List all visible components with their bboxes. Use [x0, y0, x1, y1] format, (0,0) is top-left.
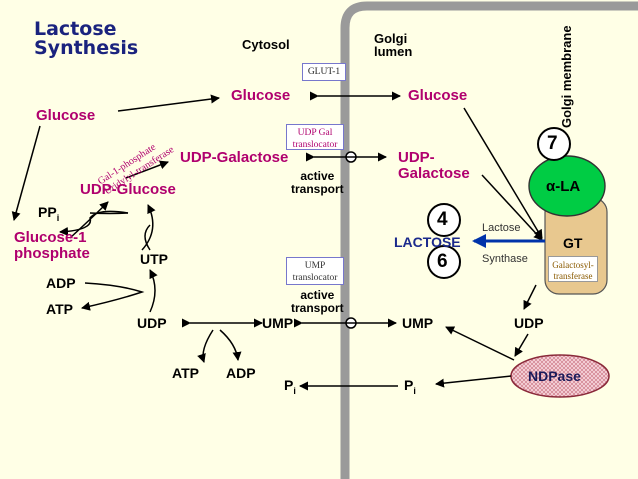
- lactose-synthase-line2: Synthase: [482, 253, 528, 265]
- marker-6-circle: [427, 245, 461, 279]
- title-line2: Synthesis: [34, 37, 139, 59]
- glut1-transporter-box: GLUT-1: [302, 63, 346, 81]
- golgi-lumen-label-1: Golgi: [374, 31, 408, 46]
- udp-glucose-label: UDP-Glucose: [80, 181, 176, 198]
- glucose-lumen-label: Glucose: [408, 87, 468, 104]
- ump-lumen-label: UMP: [402, 315, 434, 331]
- galactosyltransferase-box: Galactosyl-transferase: [548, 256, 598, 282]
- udp-galactose-lumen-line2: Galactose: [398, 165, 470, 182]
- cytosol-label: Cytosol: [242, 37, 290, 52]
- udp-galactose-label: UDP-Galactose: [180, 149, 289, 166]
- pi-lumen-label: Pi: [404, 377, 416, 396]
- ppi-label: PPi: [38, 204, 60, 223]
- adp-left-label: ADP: [46, 275, 76, 291]
- atp-bottom-label: ATP: [172, 365, 199, 381]
- marker-4-circle: [427, 203, 461, 237]
- udp-lumen-label: UDP: [514, 315, 544, 331]
- golgi-lumen-label-2: lumen: [374, 44, 413, 59]
- alpha-la-ellipse: [528, 155, 606, 217]
- glucose-1-phosphate-line2: phosphate: [14, 245, 90, 262]
- ndpase-label: NDPase: [528, 368, 581, 384]
- lactose-label: LACTOSE: [394, 234, 461, 250]
- pathway-arrows: [11, 91, 543, 391]
- golgi-membrane-label: Golgi membrane: [559, 25, 574, 128]
- adp-bottom-label: ADP: [226, 365, 256, 381]
- title-line1: Lactose: [34, 18, 117, 40]
- ump-cytosol-label: UMP: [262, 315, 294, 331]
- pi-cytosol-label: Pi: [284, 377, 296, 396]
- glucose-center-label: Glucose: [231, 87, 291, 104]
- marker-7-circle: [537, 127, 571, 161]
- lactose-synthase-line1: Lactose: [482, 222, 521, 234]
- gt-label: GT: [563, 235, 583, 251]
- udp-cytosol-label: UDP: [137, 315, 167, 331]
- marker-6: 6: [437, 251, 448, 272]
- marker-7: 7: [547, 133, 558, 154]
- glucose-left-label: Glucose: [36, 107, 96, 124]
- utp-label: UTP: [140, 251, 168, 267]
- marker-4: 4: [437, 209, 448, 230]
- golgi-membrane: [340, 1, 638, 479]
- glucose-1-phosphate-line1: Glucose-1: [14, 229, 87, 246]
- alpha-la-label: α-LA: [546, 178, 581, 195]
- atp-left-label: ATP: [46, 301, 73, 317]
- udp-galactose-lumen-line1: UDP-: [398, 149, 435, 166]
